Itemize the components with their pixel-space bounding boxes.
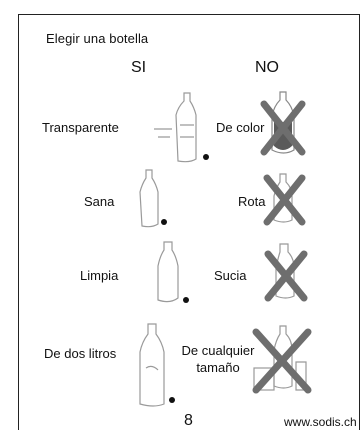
column-header-si: SI [131, 59, 147, 76]
page-frame [18, 14, 360, 430]
label-limpia: Limpia [80, 268, 119, 283]
crossed-bottle-icon [262, 240, 308, 302]
page-number: 8 [184, 412, 193, 429]
page-title: Elegir una botella [46, 31, 149, 46]
label-sana: Sana [84, 194, 115, 209]
bottle-icon [150, 85, 220, 165]
label-de-color: De color [216, 120, 265, 135]
label-line-2: tamaño [196, 360, 240, 375]
bottle-icon [134, 320, 180, 410]
bottle-icon [150, 238, 196, 306]
bottle-icon [132, 166, 172, 230]
crossed-bottle-icon [258, 86, 308, 158]
label-rota: Rota [238, 194, 266, 209]
label-line-1: De cualquier [181, 343, 255, 358]
column-header-no: NO [255, 59, 279, 76]
label-de-dos-litros: De dos litros [44, 346, 117, 361]
crossed-bottle-icon [262, 170, 306, 226]
label-de-cualquier-tamano: De cualquier tamaño [178, 342, 258, 376]
label-sucia: Sucia [214, 268, 247, 283]
label-transparente: Transparente [42, 120, 119, 135]
website-link[interactable]: www.sodis.ch [284, 415, 357, 429]
crossed-bottles-icon [246, 322, 316, 394]
